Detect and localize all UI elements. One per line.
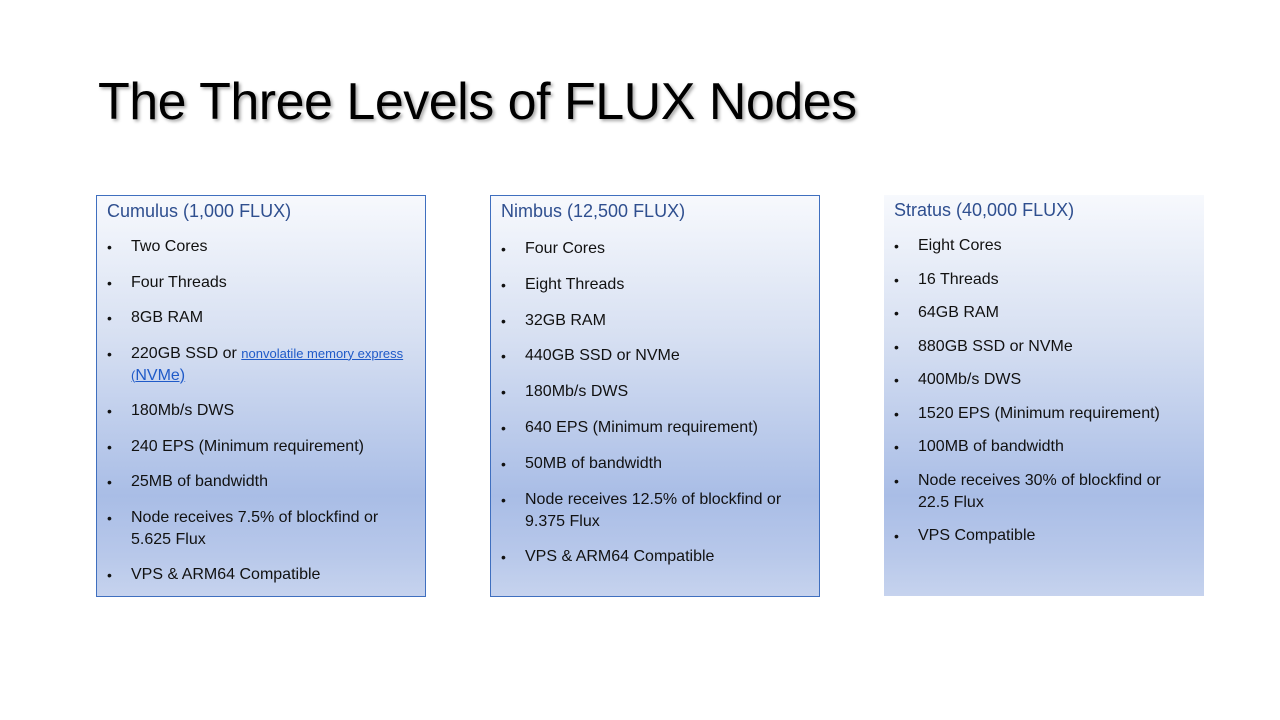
spec-item: 880GB SSD or NVMe <box>894 336 1196 358</box>
card-title-nimbus: Nimbus (12,500 FLUX) <box>501 201 686 221</box>
spec-item: 640 EPS (Minimum requirement) <box>501 417 811 439</box>
spec-item: Two Cores <box>107 236 417 258</box>
spec-item: VPS & ARM64 Compatible <box>107 564 417 586</box>
spec-item: Eight Cores <box>894 235 1196 257</box>
spec-item: 16 Threads <box>894 269 1196 291</box>
nvme-link-paren[interactable]: ( <box>131 367 136 383</box>
spec-item: Eight Threads <box>501 274 811 296</box>
nvme-link[interactable]: NVMe) <box>135 366 186 384</box>
spec-item: 1520 EPS (Minimum requirement) <box>894 403 1196 425</box>
spec-item: Four Threads <box>107 272 417 294</box>
spec-item: Node receives 7.5% of blockfind or 5.625… <box>107 507 417 551</box>
spec-item: 8GB RAM <box>107 307 417 329</box>
storage-text: 220GB SSD or <box>131 344 242 362</box>
spec-item: 32GB RAM <box>501 310 811 332</box>
card-stratus: Stratus (40,000 FLUX) Eight Cores 16 Thr… <box>884 195 1204 596</box>
spec-item: 440GB SSD or NVMe <box>501 345 811 367</box>
spec-list-nimbus: Four Cores Eight Threads 32GB RAM 440GB … <box>501 238 811 582</box>
spec-item: Node receives 30% of blockfind or 22.5 F… <box>894 470 1196 514</box>
card-cumulus: Cumulus (1,000 FLUX) Two Cores Four Thre… <box>96 195 426 597</box>
spec-item: 25MB of bandwidth <box>107 471 417 493</box>
spec-item: VPS Compatible <box>894 525 1196 547</box>
card-nimbus: Nimbus (12,500 FLUX) Four Cores Eight Th… <box>490 195 820 597</box>
spec-item: 50MB of bandwidth <box>501 453 811 475</box>
spec-item: Node receives 12.5% of blockfind or 9.37… <box>501 489 811 533</box>
spec-item: 180Mb/s DWS <box>501 381 811 403</box>
spec-list-stratus: Eight Cores 16 Threads 64GB RAM 880GB SS… <box>894 235 1196 559</box>
spec-item: 64GB RAM <box>894 302 1196 324</box>
nvme-definition-link[interactable]: nonvolatile memory express <box>241 345 404 361</box>
card-title-stratus: Stratus (40,000 FLUX) <box>894 200 1075 220</box>
spec-item: 240 EPS (Minimum requirement) <box>107 436 417 458</box>
card-title-cumulus: Cumulus (1,000 FLUX) <box>107 201 292 221</box>
spec-item: Four Cores <box>501 238 811 260</box>
spec-list-cumulus: Two Cores Four Threads 8GB RAM 220GB SSD… <box>107 236 417 600</box>
spec-item-storage: 220GB SSD or nonvolatile memory express (… <box>107 343 417 387</box>
slide-title: The Three Levels of FLUX Nodes <box>98 73 857 131</box>
spec-item: 100MB of bandwidth <box>894 436 1196 458</box>
spec-item: VPS & ARM64 Compatible <box>501 546 811 568</box>
spec-item: 180Mb/s DWS <box>107 400 417 422</box>
spec-item: 400Mb/s DWS <box>894 369 1196 391</box>
